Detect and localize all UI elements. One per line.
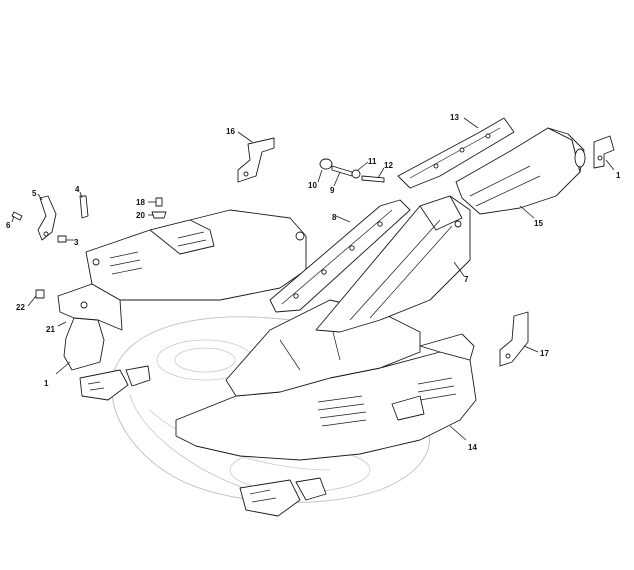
callout-1-latch: 1 — [616, 171, 621, 180]
front-housing-vents — [317, 377, 457, 427]
washer-11 — [351, 169, 361, 179]
hardware-9-10-11-12 — [319, 158, 385, 183]
callout-18: 18 — [136, 198, 145, 207]
callout-7: 7 — [464, 275, 469, 284]
callout-8: 8 — [332, 213, 337, 222]
part-1-side-shield — [57, 283, 123, 371]
deck-wheel-bracket-front — [239, 477, 327, 517]
callout-4: 4 — [75, 185, 80, 194]
bolt-9 — [331, 165, 353, 177]
callout-1-shield: 1 — [44, 379, 49, 388]
leader-lines — [11, 117, 615, 441]
nut-10 — [319, 158, 333, 170]
callout-22: 22 — [16, 303, 25, 312]
screw-18 — [155, 197, 163, 207]
part-1-latch-right — [593, 135, 615, 169]
callout-13: 13 — [450, 113, 459, 122]
hardware-18-20 — [151, 197, 167, 219]
clip-4 — [79, 195, 89, 219]
callout-12: 12 — [384, 161, 393, 170]
nut-20 — [151, 211, 167, 219]
part-16-bracket — [237, 137, 275, 183]
callout-17: 17 — [540, 349, 549, 358]
latch-assembly-left — [11, 195, 89, 299]
part-7-centre-tunnel — [315, 195, 471, 333]
spring-6 — [11, 211, 23, 221]
screw-3 — [57, 235, 67, 243]
part-15-rear-tunnel — [455, 127, 586, 215]
callout-9: 9 — [330, 186, 335, 195]
callout-16: 16 — [226, 127, 235, 136]
part-13-upper-rail — [397, 117, 515, 189]
callout-14: 14 — [468, 443, 477, 452]
callout-11: 11 — [368, 157, 377, 166]
callout-labels: 1 1 3 4 5 6 7 8 9 10 11 12 13 14 15 16 1… — [6, 113, 621, 452]
callout-6: 6 — [6, 221, 11, 230]
callout-21: 21 — [46, 325, 55, 334]
callout-15: 15 — [534, 219, 543, 228]
rail-fasteners — [293, 221, 383, 299]
pin-12 — [361, 175, 385, 183]
callout-3: 3 — [74, 238, 79, 247]
rear-chute-housing — [85, 209, 307, 301]
part-8-left-rail — [269, 199, 411, 313]
screw-22 — [35, 289, 45, 299]
callout-10: 10 — [308, 181, 317, 190]
deck-wheel-bracket-left — [79, 365, 151, 401]
rear-housing-vents — [109, 231, 207, 275]
part-17-bracket — [499, 311, 529, 367]
callout-20: 20 — [136, 211, 145, 220]
callout-5: 5 — [32, 189, 37, 198]
